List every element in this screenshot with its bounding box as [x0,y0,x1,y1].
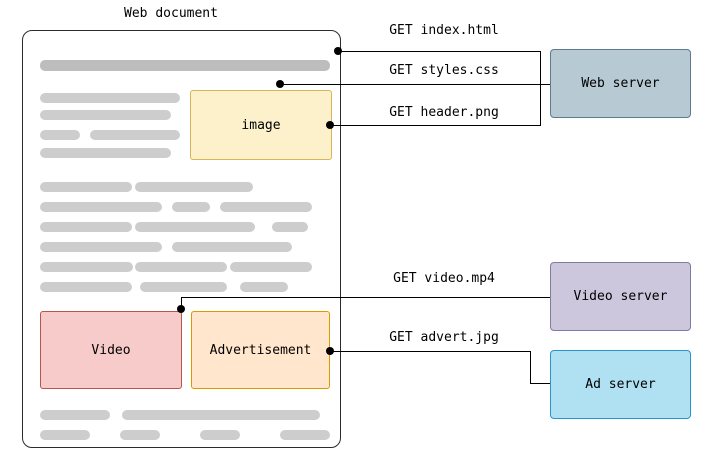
text-placeholder-bar [40,148,171,158]
video-block: Video [40,311,182,389]
text-placeholder-bar [135,262,227,272]
text-placeholder-bar [135,222,255,232]
text-placeholder-bar [40,242,162,252]
advertisement-block: Advertisement [191,311,330,389]
image-block-label: image [241,117,281,133]
connector-index-html [338,51,540,52]
heading-placeholder-bar [40,60,330,71]
connection-dot-styles [276,80,284,88]
request-label-video: GET video.mp4 [393,271,495,286]
text-placeholder-bar [135,182,253,192]
text-placeholder-bar [140,282,227,292]
advertisement-block-label: Advertisement [209,342,312,358]
diagram-title: Web document [124,6,218,21]
ad-server-box: Ad server [550,350,691,419]
text-placeholder-bar [172,202,210,212]
video-block-label: Video [91,342,131,358]
text-placeholder-bar [40,222,132,232]
text-placeholder-bar [220,202,312,212]
text-placeholder-bar [90,130,180,140]
request-label-styles: GET styles.css [389,63,499,78]
connection-dot-video [177,305,185,313]
text-placeholder-bar [172,242,292,252]
text-placeholder-bar [200,430,240,440]
text-placeholder-bar [40,262,133,272]
request-label-header: GET header.png [389,105,499,120]
request-label-advert: GET advert.jpg [389,330,499,345]
web-server-box: Web server [550,49,691,118]
text-placeholder-bar [40,410,110,420]
connector-advert-jpg [330,351,531,352]
text-placeholder-bar [40,430,90,440]
text-placeholder-bar [272,222,308,232]
connection-dot-index [334,47,342,55]
video-server-box: Video server [550,262,691,331]
text-placeholder-bar [40,202,162,212]
connector-advert-elbow [530,351,531,384]
connector-header-png [330,125,540,126]
request-label-index: GET index.html [389,23,499,38]
connector-advert-into-server [530,383,550,384]
web-server-label: Web server [581,76,660,91]
connection-dot-advert [326,347,334,355]
text-placeholder-bar [40,182,132,192]
text-placeholder-bar [120,430,160,440]
connector-web-server-junction [540,51,541,126]
connection-dot-header [326,121,334,129]
text-placeholder-bar [230,262,312,272]
text-placeholder-bar [40,110,171,120]
image-block: image [190,90,332,160]
text-placeholder-bar [122,410,320,420]
text-placeholder-bar [280,430,330,440]
connector-styles-css [280,84,550,85]
text-placeholder-bar [40,130,80,140]
text-placeholder-bar [40,282,132,292]
connector-video-stub [181,297,182,310]
text-placeholder-bar [40,93,180,103]
video-server-label: Video server [573,289,668,304]
text-placeholder-bar [240,282,288,292]
ad-server-label: Ad server [585,377,656,392]
connector-video-mp4 [181,297,550,298]
